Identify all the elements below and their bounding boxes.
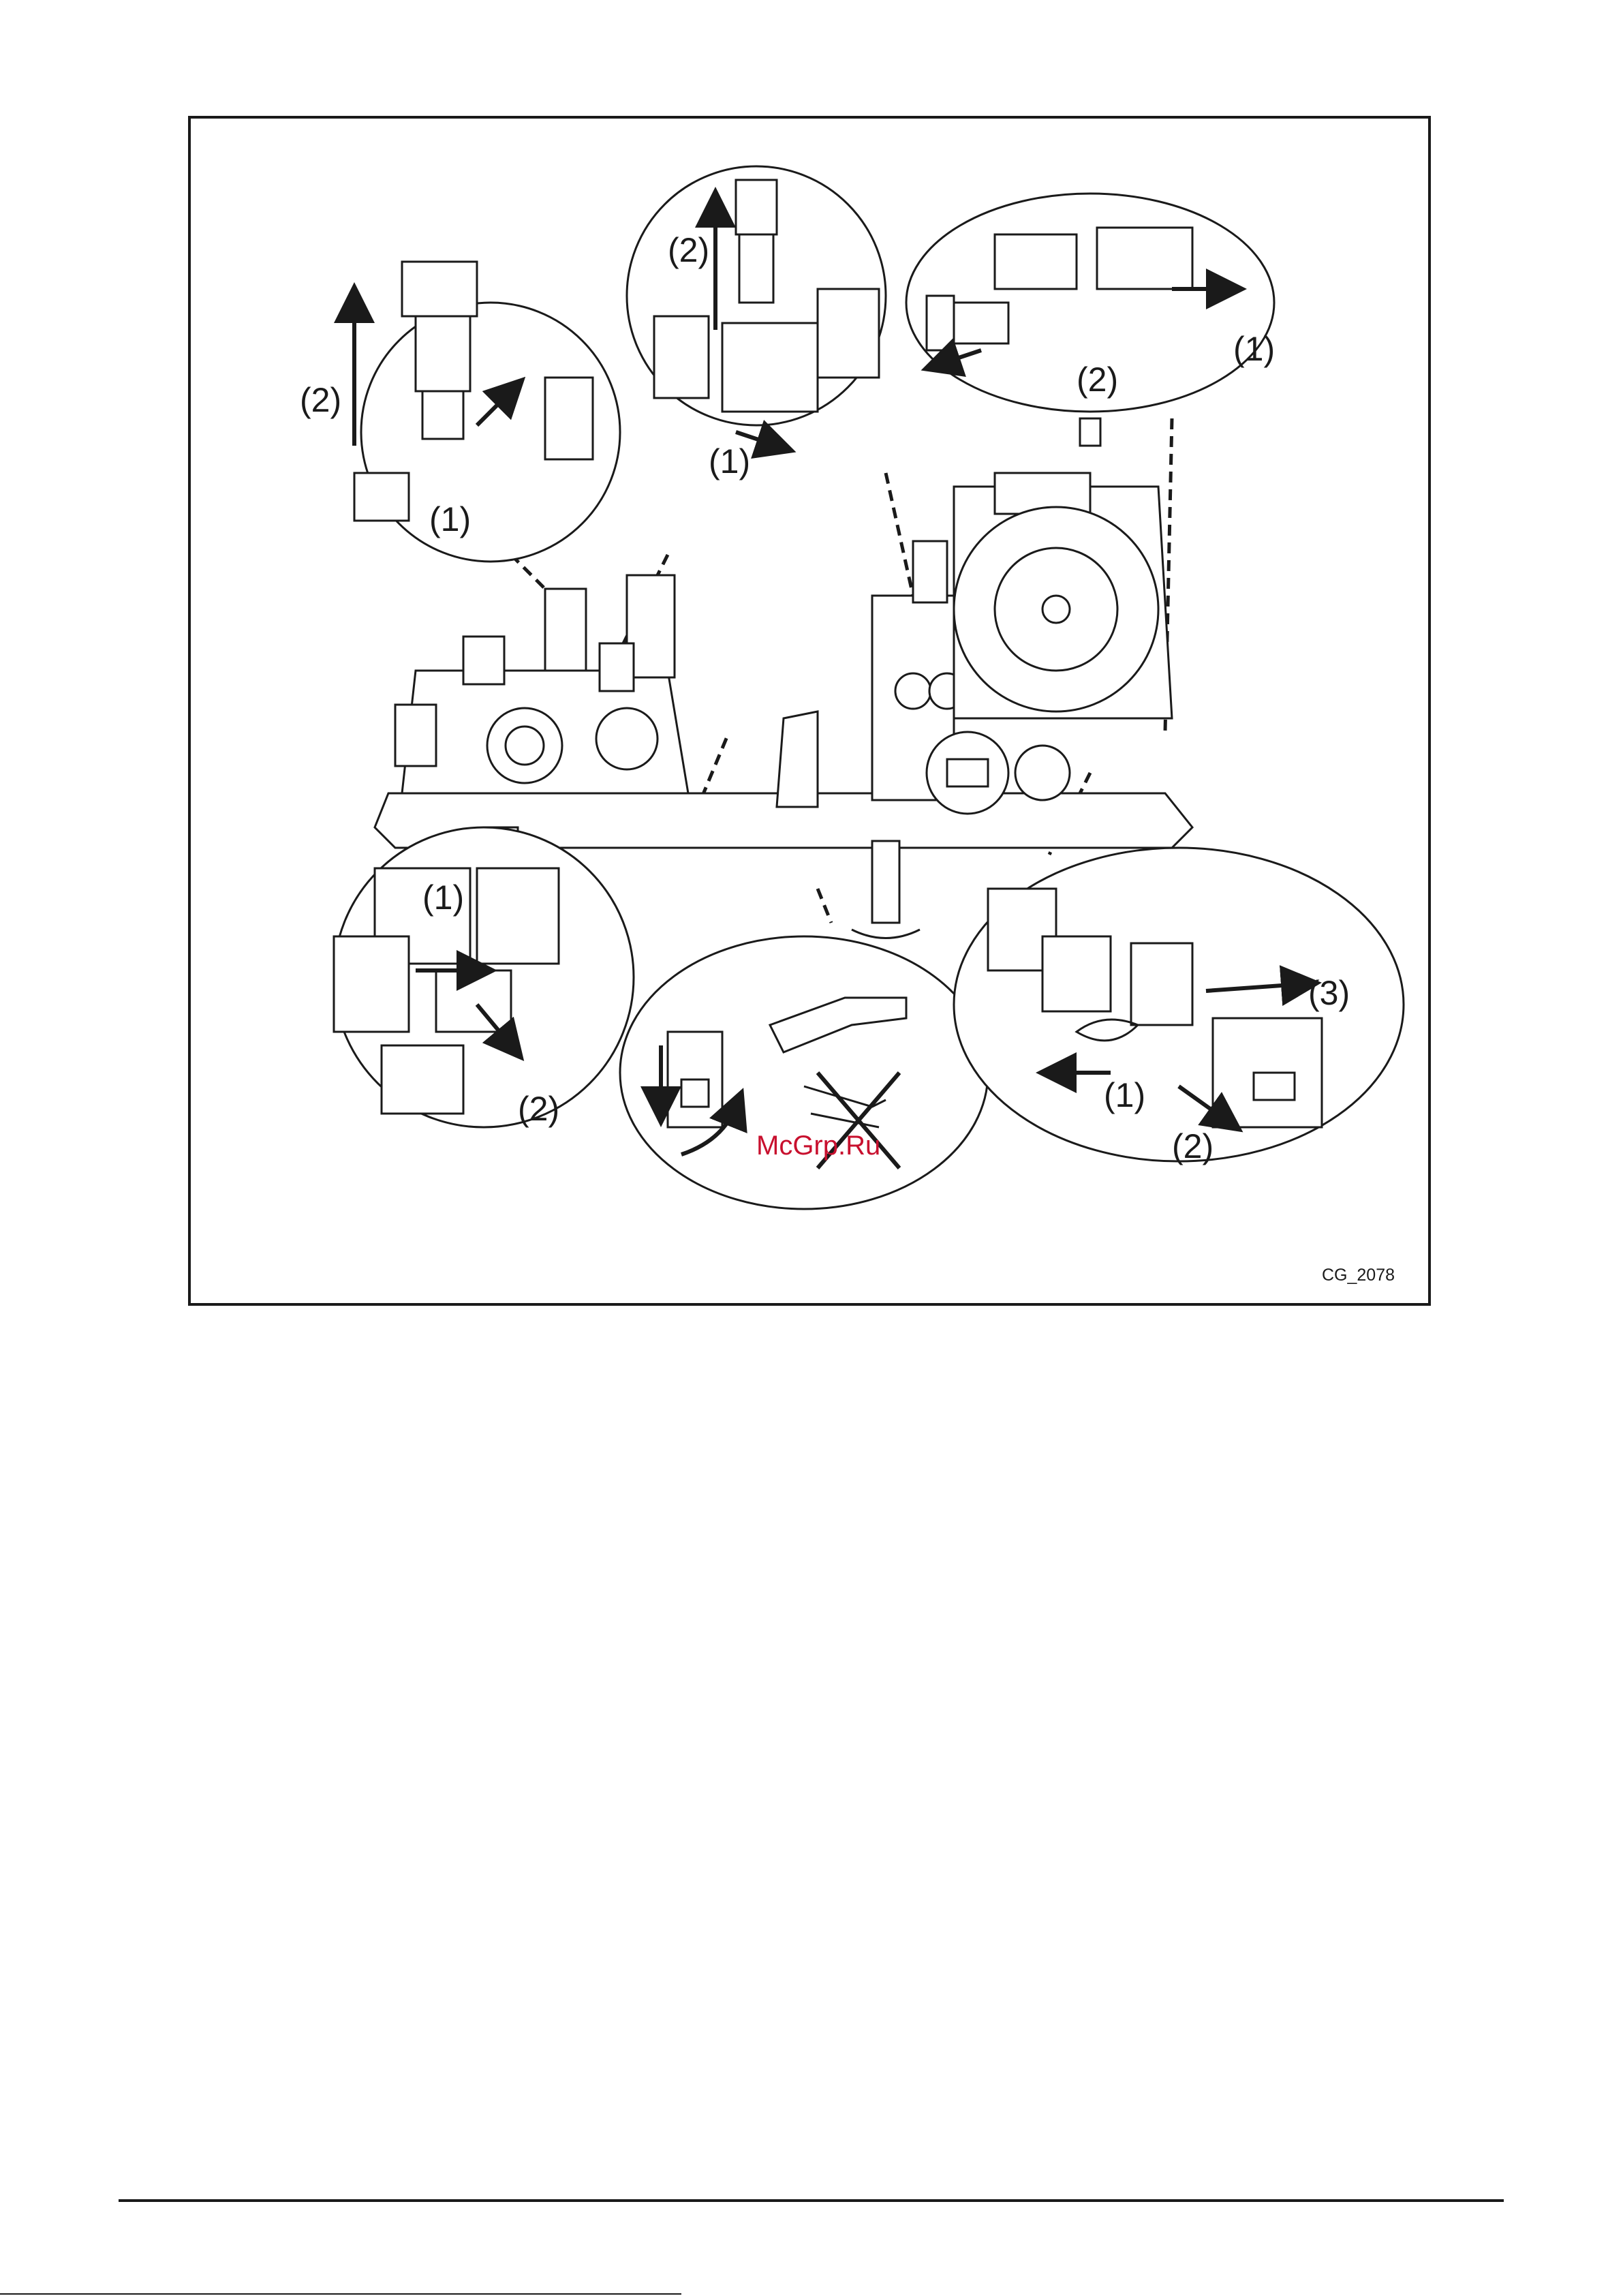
label-bottom-right-1: (1) [1104,1076,1145,1114]
label-top-right-1: (1) [1233,330,1275,368]
page-edge-rule [0,2293,681,2295]
detail-circle-top-center: (2) (1) [627,166,886,480]
label-bottom-left-1: (1) [422,878,464,917]
label-bottom-left-2: (2) [518,1090,559,1128]
watermark: McGrp.Ru [756,1131,880,1161]
label-top-left-2: (2) [300,381,341,419]
label-bottom-right-2: (2) [1172,1127,1214,1165]
label-top-center-1: (1) [709,442,750,480]
footer-rule [119,2199,1504,2202]
label-top-center-2: (2) [668,231,709,269]
figure-frame: (2) (1) (2) (1) (1) (2) (1) [188,116,1431,1306]
label-bottom-right-3: (3) [1308,974,1350,1012]
detail-ellipse-bottom-right: (3) (1) (2) [954,848,1404,1165]
label-top-left-1: (1) [429,500,471,538]
figure-code: CG_2078 [1322,1266,1395,1285]
assembly-diagram: (2) (1) (2) (1) (1) (2) (1) [191,119,1428,1303]
detail-ellipse-bottom-center: McGrp.Ru [620,936,988,1209]
detail-circle-top-left: (2) (1) [300,262,620,562]
detail-circle-bottom-left: (1) (2) [334,827,634,1128]
detail-ellipse-top-right: (1) (2) [906,194,1275,412]
label-top-right-2: (2) [1077,361,1118,399]
